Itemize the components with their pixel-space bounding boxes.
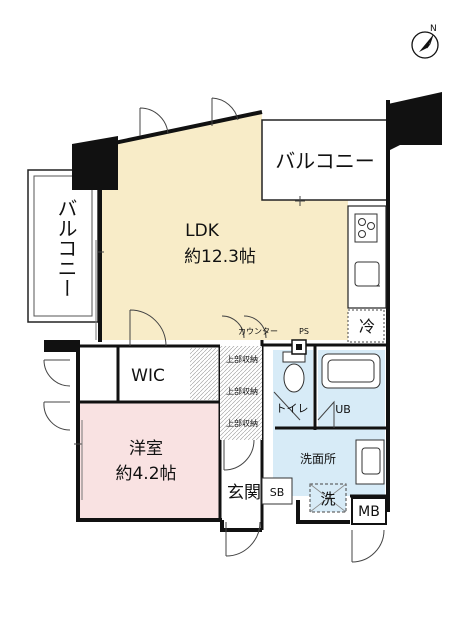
ldk-label: LDK: [185, 221, 220, 241]
ldk-size: 約12.3帖: [184, 247, 256, 267]
compass-icon: N: [411, 24, 439, 59]
western-room-size: 約4.2帖: [115, 464, 176, 484]
washroom-label: 洗面所: [300, 452, 336, 466]
washer-pan: [309, 483, 347, 513]
western-room-floor: [80, 402, 220, 518]
sink-icon: [354, 261, 380, 287]
toilet-label: トイレ: [276, 402, 309, 415]
meter-box-label: MB: [358, 504, 380, 520]
balcony-left-label: バルコニー: [54, 198, 78, 298]
upper-storage: [220, 346, 262, 440]
counter-label: カウンター: [238, 327, 278, 336]
bathtub-icon: [321, 353, 381, 389]
pipe-space-label: PS: [299, 327, 309, 336]
column: [388, 92, 442, 150]
balcony-right-label: バルコニー: [275, 149, 375, 173]
fridge-label: 冷: [359, 317, 375, 336]
kitchen-counter: [347, 205, 387, 309]
wash-basin-icon: [355, 439, 385, 485]
washer-label: 洗: [320, 490, 335, 508]
entrance-label: 玄関: [227, 483, 261, 503]
balcony-left: [27, 169, 99, 323]
column: [72, 136, 118, 190]
wic-label: WIC: [131, 366, 165, 386]
shoe-box-label: SB: [270, 486, 285, 499]
upper-storage-label: 上部収納: [226, 418, 258, 428]
toilet-icon: [282, 351, 306, 393]
shoe-box: [261, 477, 293, 505]
upper-storage-label: 上部収納: [226, 386, 258, 396]
doors: [43, 97, 385, 563]
wic-shelf: [190, 348, 218, 400]
balcony-right: [261, 119, 389, 201]
column: [44, 340, 80, 352]
meter-box: [351, 497, 387, 525]
upper-storage-label: 上部収納: [226, 354, 258, 364]
stove-icon: [354, 213, 378, 243]
fridge-space: [347, 309, 385, 343]
western-room-label: 洋室: [129, 439, 163, 459]
bath-label: UB: [335, 403, 351, 416]
compass-north-label: N: [430, 24, 437, 34]
ldk-floor: [100, 112, 348, 340]
